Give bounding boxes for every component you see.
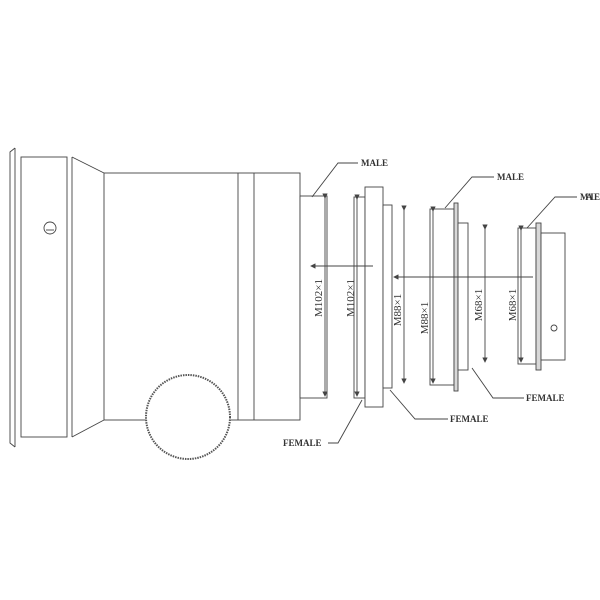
adapter-m102-m88: [353, 186, 393, 408]
screw-hole: [43, 221, 57, 235]
dimension-lines: [310, 193, 533, 397]
dim-m68-female: M68×1: [507, 289, 519, 321]
adapter-m88-m68: [429, 202, 469, 392]
leader-lines: [311, 162, 577, 444]
dim-m102-female: M102×1: [345, 279, 357, 317]
label-female-1: FEMALE: [283, 438, 322, 448]
label-male-1: MALE: [361, 158, 388, 168]
dim-m88-male: M88×1: [392, 294, 404, 326]
adapter-m68: [517, 222, 566, 371]
label-male-3: MALE: [580, 192, 600, 202]
dim-m68-male: M68×1: [473, 289, 485, 321]
focuser-knob: [145, 374, 231, 460]
label-female-2: FEMALE: [450, 414, 489, 424]
dim-m102-male: M102×1: [313, 279, 325, 317]
label-male-2: MALE: [497, 172, 524, 182]
telescope-body: [9, 147, 328, 460]
label-female-3: FEMALE: [526, 393, 565, 403]
dim-m88-female: M88×1: [419, 302, 431, 334]
